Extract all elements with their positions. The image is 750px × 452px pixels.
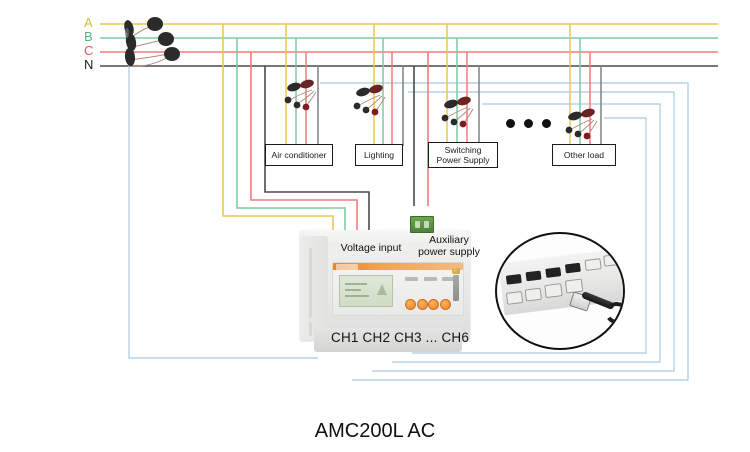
indicator-tag	[442, 277, 455, 281]
ct-port	[545, 267, 562, 278]
channel-terminals-label: CH1 CH2 CH3 ... CH6	[331, 330, 470, 345]
aux-label-line2: power supply	[418, 246, 480, 259]
main-ct-clamp-assembly	[124, 17, 180, 67]
lcd-segment	[345, 283, 367, 285]
load-ct-clamps	[284, 79, 598, 140]
aux-label-line1: Auxiliary	[429, 234, 469, 246]
ct-clamp-switching-power-supply	[441, 96, 474, 128]
voltage-input-label: Voltage input	[340, 242, 402, 254]
amc200l-meter	[300, 216, 470, 354]
ct-port	[564, 262, 581, 274]
meter-top-cap	[304, 230, 466, 246]
ct-port	[525, 270, 542, 282]
meter-button-1[interactable]	[405, 298, 416, 310]
ct-signal-wire-ch3	[392, 103, 661, 363]
meter-button-4[interactable]	[439, 298, 451, 310]
ct-clamp-highlight	[125, 28, 129, 38]
load-box-switching-power-supply: Switching Power Supply	[428, 142, 498, 168]
ct-port	[505, 273, 522, 285]
main-bus-lines	[100, 23, 718, 67]
load-box-other-load: Other load	[552, 144, 616, 166]
ct-port-detail-magnifier	[495, 232, 625, 350]
load-box-lighting: Lighting	[355, 144, 403, 166]
load-label-switching-power-supply-line2: Power Supply	[436, 155, 490, 165]
ct-port-lower	[505, 290, 524, 305]
load-label-lighting: Lighting	[363, 149, 395, 160]
ct-clamp-air-conditioner	[284, 79, 317, 111]
aux-supply-wires	[413, 52, 429, 206]
lcd-delta-icon	[377, 284, 387, 295]
meter-din-mount-wing	[300, 236, 328, 340]
phase-label-n: N	[84, 57, 94, 72]
ellipsis-dot	[524, 119, 533, 128]
ellipsis-dot	[542, 119, 551, 128]
aux-terminal-screw	[424, 221, 429, 228]
more-loads-ellipsis	[506, 119, 551, 128]
phase-label-a: A	[84, 15, 93, 30]
indicator-tag	[423, 277, 437, 281]
ct-signal-wire-ch2	[372, 91, 675, 372]
voltage-tap-b	[236, 38, 346, 230]
ct-clamp-other-load	[565, 108, 598, 140]
voltage-tap-wires	[222, 24, 370, 230]
meter-button-2[interactable]	[416, 298, 428, 310]
auxiliary-terminal-block	[410, 216, 434, 233]
load-box-air-conditioner: Air conditioner	[265, 144, 333, 166]
load-feeder-drops	[285, 24, 602, 146]
lcd-segment	[345, 289, 361, 291]
load-label-switching-power-supply-line1: Switching	[444, 144, 482, 155]
voltage-tap-a	[222, 24, 334, 230]
ct-clamp-heads	[147, 17, 180, 61]
diagram-title: AMC200L AC	[314, 420, 436, 442]
magnifier-circle	[495, 232, 625, 350]
meter-ir-port	[453, 275, 459, 301]
meter-wing-slot	[309, 322, 312, 336]
ct-port-lower	[524, 287, 542, 302]
meter-front-panel	[332, 262, 464, 316]
meter-button-row[interactable]	[405, 298, 451, 310]
ct-signal-wire-ch6	[412, 117, 647, 354]
meter-brand-logo	[336, 263, 358, 270]
meter-button-3[interactable]	[428, 298, 440, 310]
load-label-other-load: Other load	[563, 149, 605, 160]
ellipsis-dot	[506, 119, 515, 128]
auxiliary-power-supply-label: Auxiliary power supply	[412, 234, 486, 259]
phase-label-b: B	[84, 29, 93, 44]
indicator-tag	[405, 277, 418, 281]
load-label-air-conditioner: Air conditioner	[271, 149, 327, 160]
meter-brand-strip	[333, 263, 463, 270]
ct-signal-wire-ch1	[320, 82, 689, 381]
meter-indicator-labels	[405, 277, 455, 281]
ct-port-empty	[603, 253, 620, 267]
ct-signal-wires	[128, 66, 689, 381]
voltage-tap-n	[264, 66, 370, 230]
meter-wing-slot	[309, 248, 312, 318]
ct-port-empty	[584, 258, 602, 272]
aux-terminal-screw	[415, 221, 420, 228]
voltage-tap-c	[250, 52, 358, 230]
meter-bottom-terminal-shroud	[314, 328, 462, 352]
meter-lcd-display	[339, 275, 393, 307]
lcd-segment	[345, 295, 369, 297]
phase-label-c: C	[84, 43, 94, 58]
meter-status-led	[452, 268, 460, 274]
ct-signal-wire-main	[128, 66, 318, 359]
ct-clamp-lighting	[353, 84, 386, 116]
ct-port-lower	[544, 283, 563, 299]
